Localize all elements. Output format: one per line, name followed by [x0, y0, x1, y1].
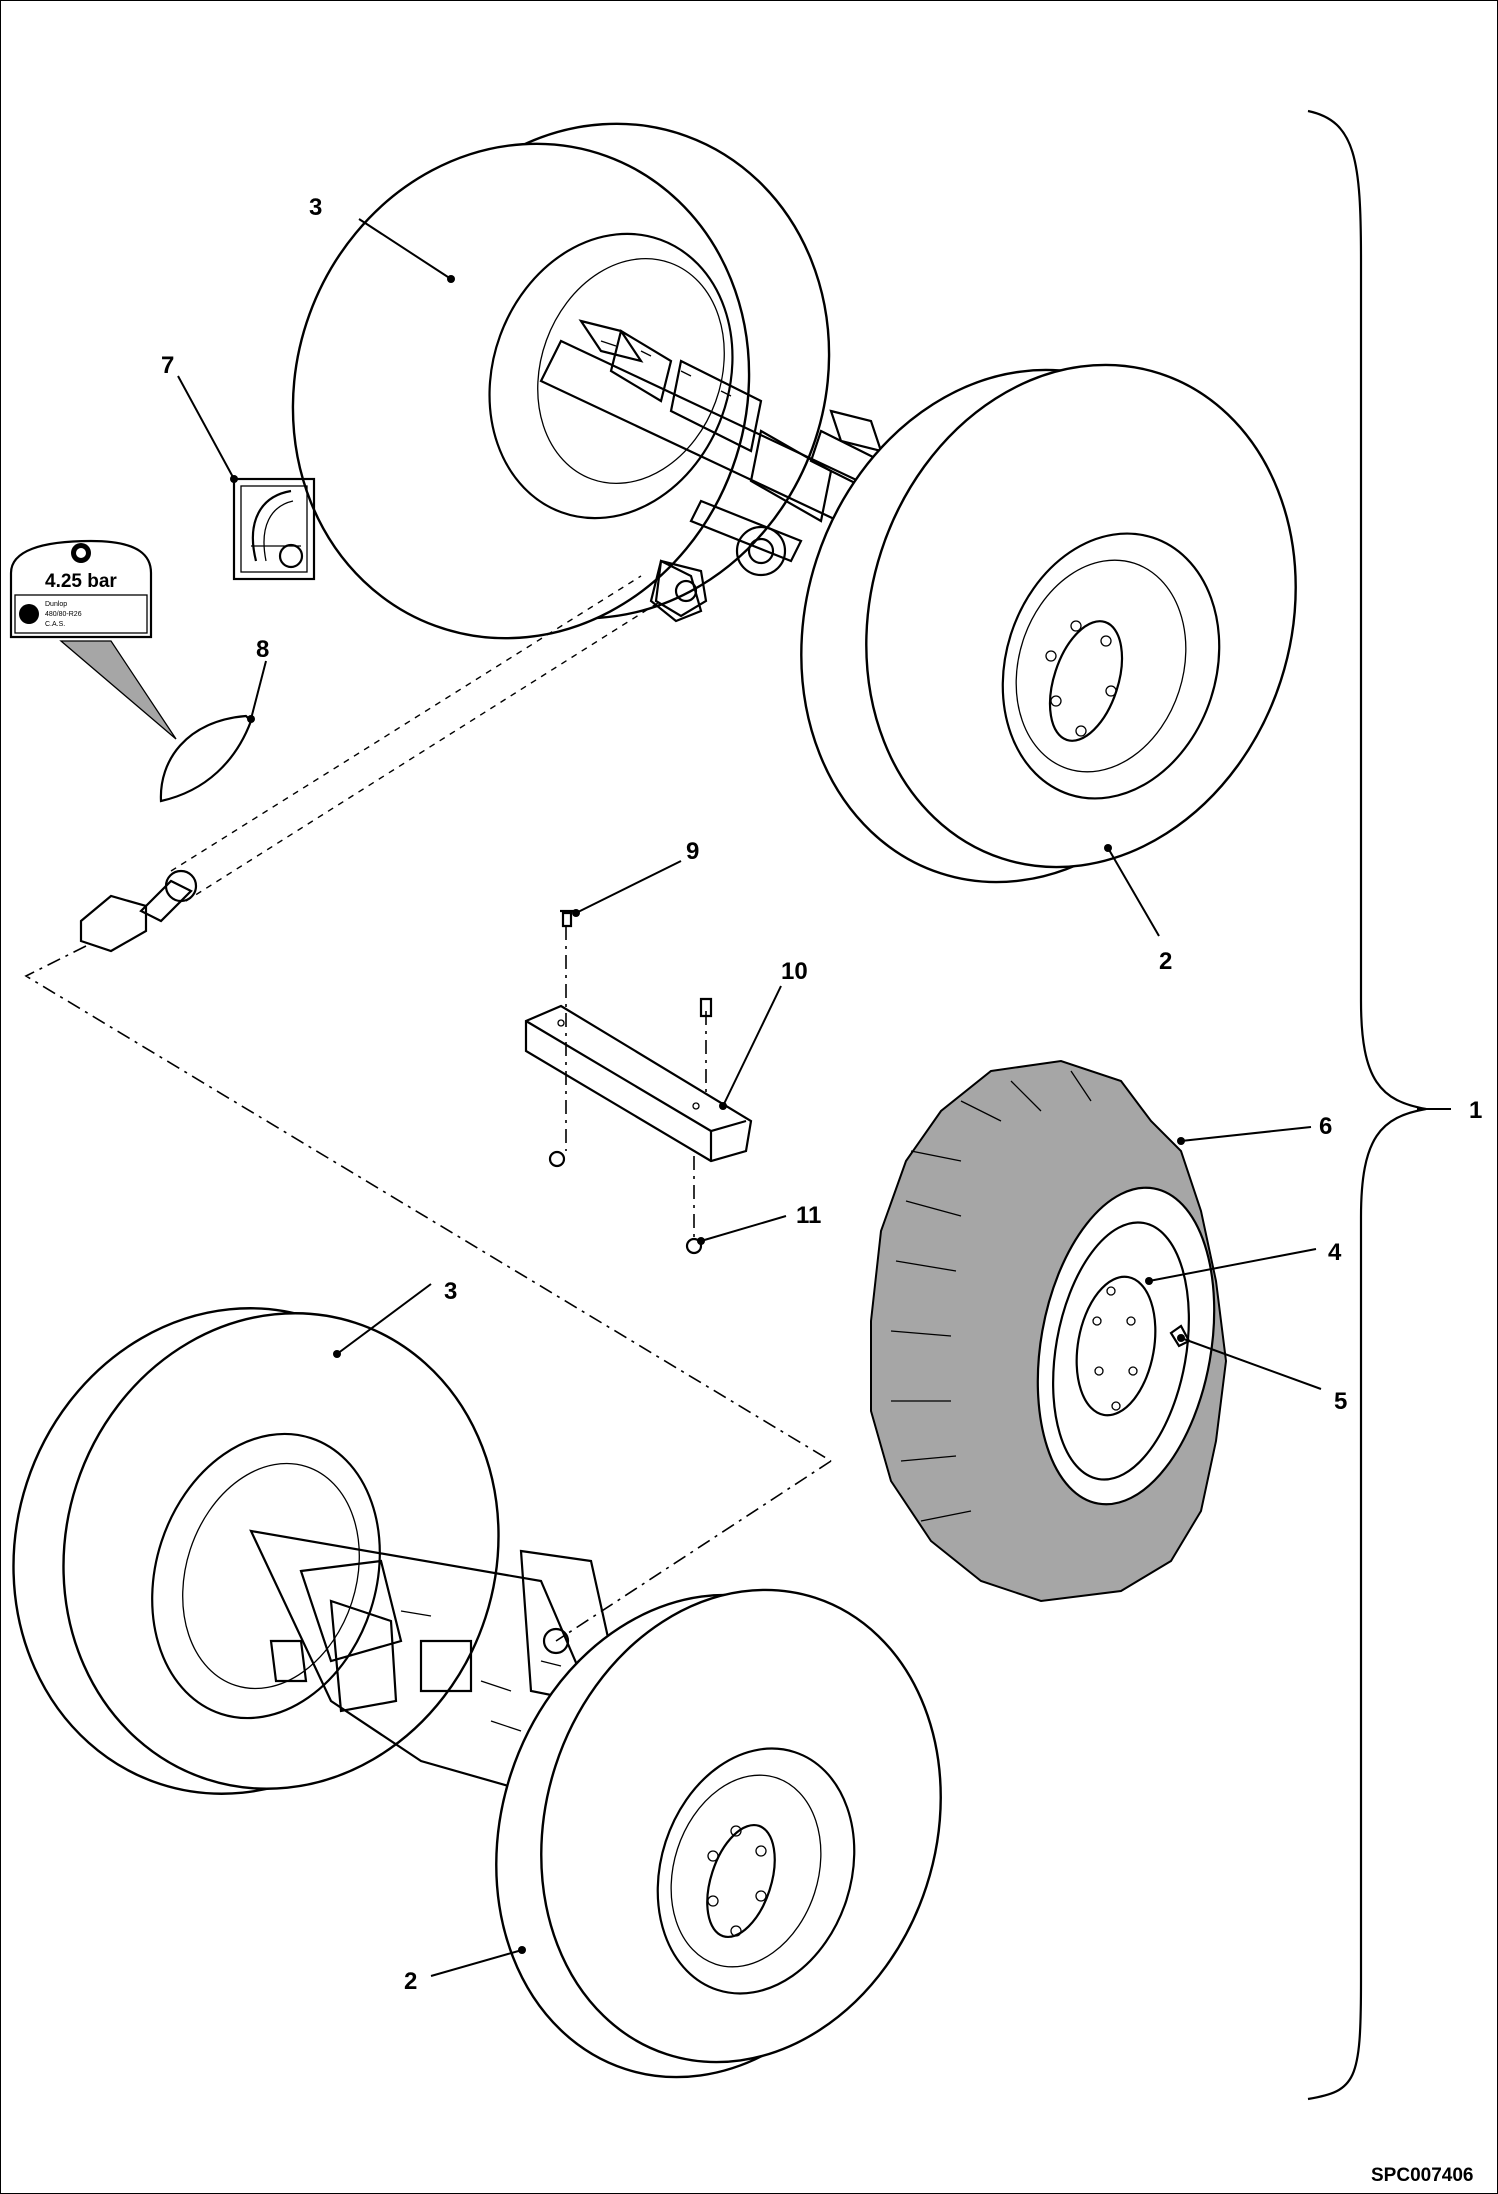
ballast-block-10 — [524, 909, 753, 1255]
callout-4: 4 — [1328, 1239, 1342, 1266]
callout-6: 6 — [1319, 1113, 1332, 1140]
callout-3-bottom: 3 — [444, 1278, 457, 1305]
callout-9: 9 — [686, 838, 699, 865]
assembly-brace — [1307, 109, 1427, 2101]
decal-8: 4.25 bar Dunlop 480/80-R26 C.A.S. — [9, 539, 253, 803]
decal-7 — [232, 477, 316, 581]
callout-7: 7 — [161, 352, 174, 379]
leader-lines — [177, 218, 1451, 1977]
decal-8-brand: Dunlop — [45, 601, 67, 608]
callout-3-top: 3 — [309, 194, 322, 221]
drawing-code: SPC007406 — [1371, 2165, 1473, 2186]
tire-top-right — [800, 363, 1297, 884]
decal-8-type: C.A.S. — [45, 621, 65, 628]
tire-bottom-left — [12, 1307, 500, 1795]
drive-shaft — [24, 559, 832, 1462]
decal-8-pressure: 4.25 bar — [45, 571, 117, 592]
callout-8: 8 — [256, 636, 269, 663]
decal-8-size: 480/80-R26 — [45, 611, 82, 618]
callout-5: 5 — [1334, 1388, 1347, 1415]
tire-detail-6 — [870, 1059, 1228, 1603]
callout-11: 11 — [796, 1202, 821, 1229]
callout-2-bottom: 2 — [404, 1968, 417, 1995]
callout-2-top: 2 — [1159, 948, 1172, 975]
callout-1: 1 — [1469, 1097, 1482, 1124]
callout-10: 10 — [781, 958, 808, 985]
tire-bottom-right — [495, 1588, 942, 2079]
tire-top-left — [291, 122, 831, 640]
